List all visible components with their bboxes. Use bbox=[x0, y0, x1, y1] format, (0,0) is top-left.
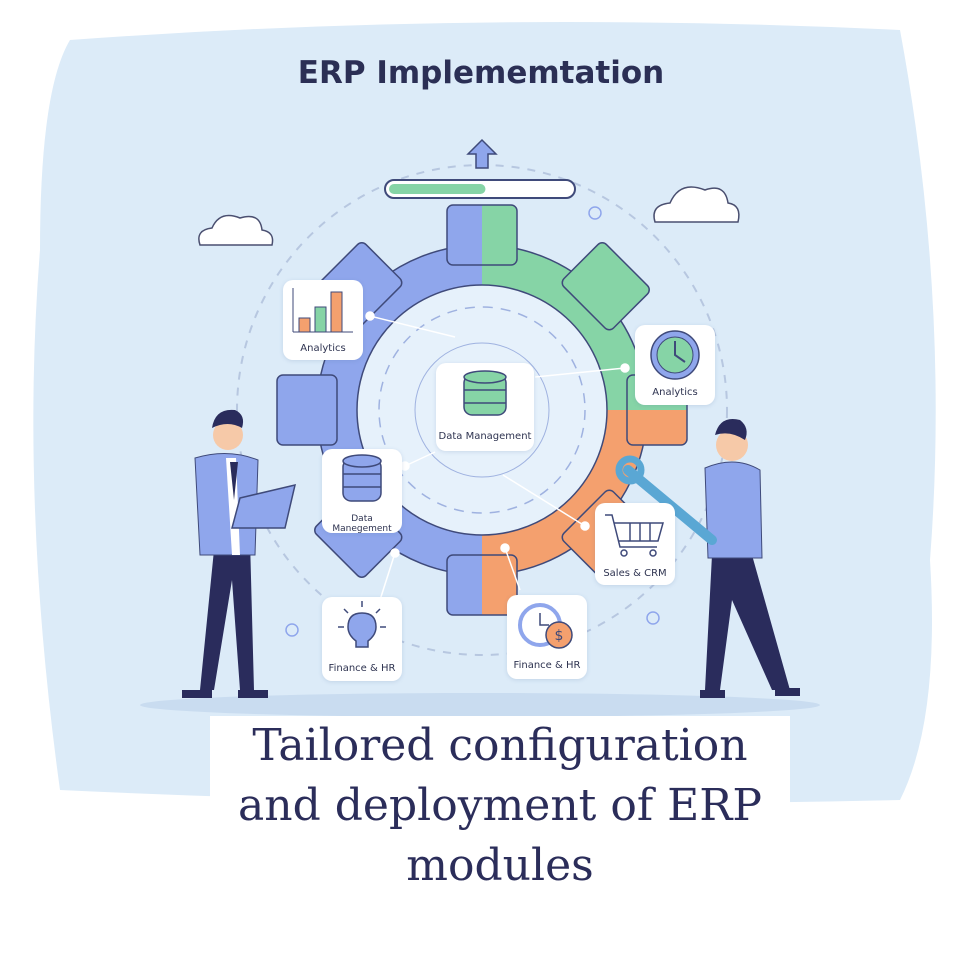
ground-shadow bbox=[140, 693, 820, 717]
caption-line: and deployment of ERP bbox=[238, 780, 762, 831]
module-label: Data Management bbox=[438, 431, 532, 442]
bar-chart-icon bbox=[292, 288, 353, 333]
module-label: Data Manegement bbox=[332, 514, 392, 534]
clock-dollar-icon: $ bbox=[518, 603, 573, 649]
caption: Tailored configuration and deployment of… bbox=[210, 716, 790, 896]
decor-circles bbox=[285, 206, 660, 637]
module-label: Analytics bbox=[652, 387, 698, 398]
up-arrow-icon bbox=[466, 138, 498, 169]
page-title: ERP Implememtation bbox=[297, 55, 665, 91]
module-card-analytics-clock: Analytics bbox=[635, 325, 715, 405]
caption-line: modules bbox=[406, 840, 594, 891]
module-card-finance-hr-bulb: Finance & HR bbox=[322, 597, 402, 681]
lightbulb-icon bbox=[338, 601, 386, 648]
module-card-center: Data Management bbox=[436, 363, 534, 451]
module-label: Finance & HR bbox=[513, 660, 581, 671]
module-card-sales-crm: Sales & CRM bbox=[595, 503, 675, 585]
module-label: Sales & CRM bbox=[603, 568, 667, 579]
database-icon bbox=[342, 454, 382, 502]
cloud-icon bbox=[198, 186, 740, 246]
database-icon bbox=[463, 370, 507, 416]
person-with-tablet bbox=[182, 409, 297, 698]
module-label: Finance & HR bbox=[328, 663, 396, 674]
person-with-wrench bbox=[615, 419, 800, 698]
module-label: Analytics bbox=[300, 343, 346, 354]
connector-lines bbox=[365, 311, 630, 601]
module-card-analytics-chart: Analytics bbox=[283, 280, 363, 360]
clock-icon bbox=[650, 330, 700, 380]
module-card-data-management: Data Manegement bbox=[322, 449, 402, 534]
caption-line: Tailored configuration bbox=[252, 720, 748, 771]
shopping-cart-icon bbox=[605, 514, 664, 557]
module-card-finance-hr-clock: $ Finance & HR bbox=[507, 595, 587, 679]
progress-bar bbox=[384, 179, 576, 199]
svg-text:$: $ bbox=[555, 628, 564, 644]
